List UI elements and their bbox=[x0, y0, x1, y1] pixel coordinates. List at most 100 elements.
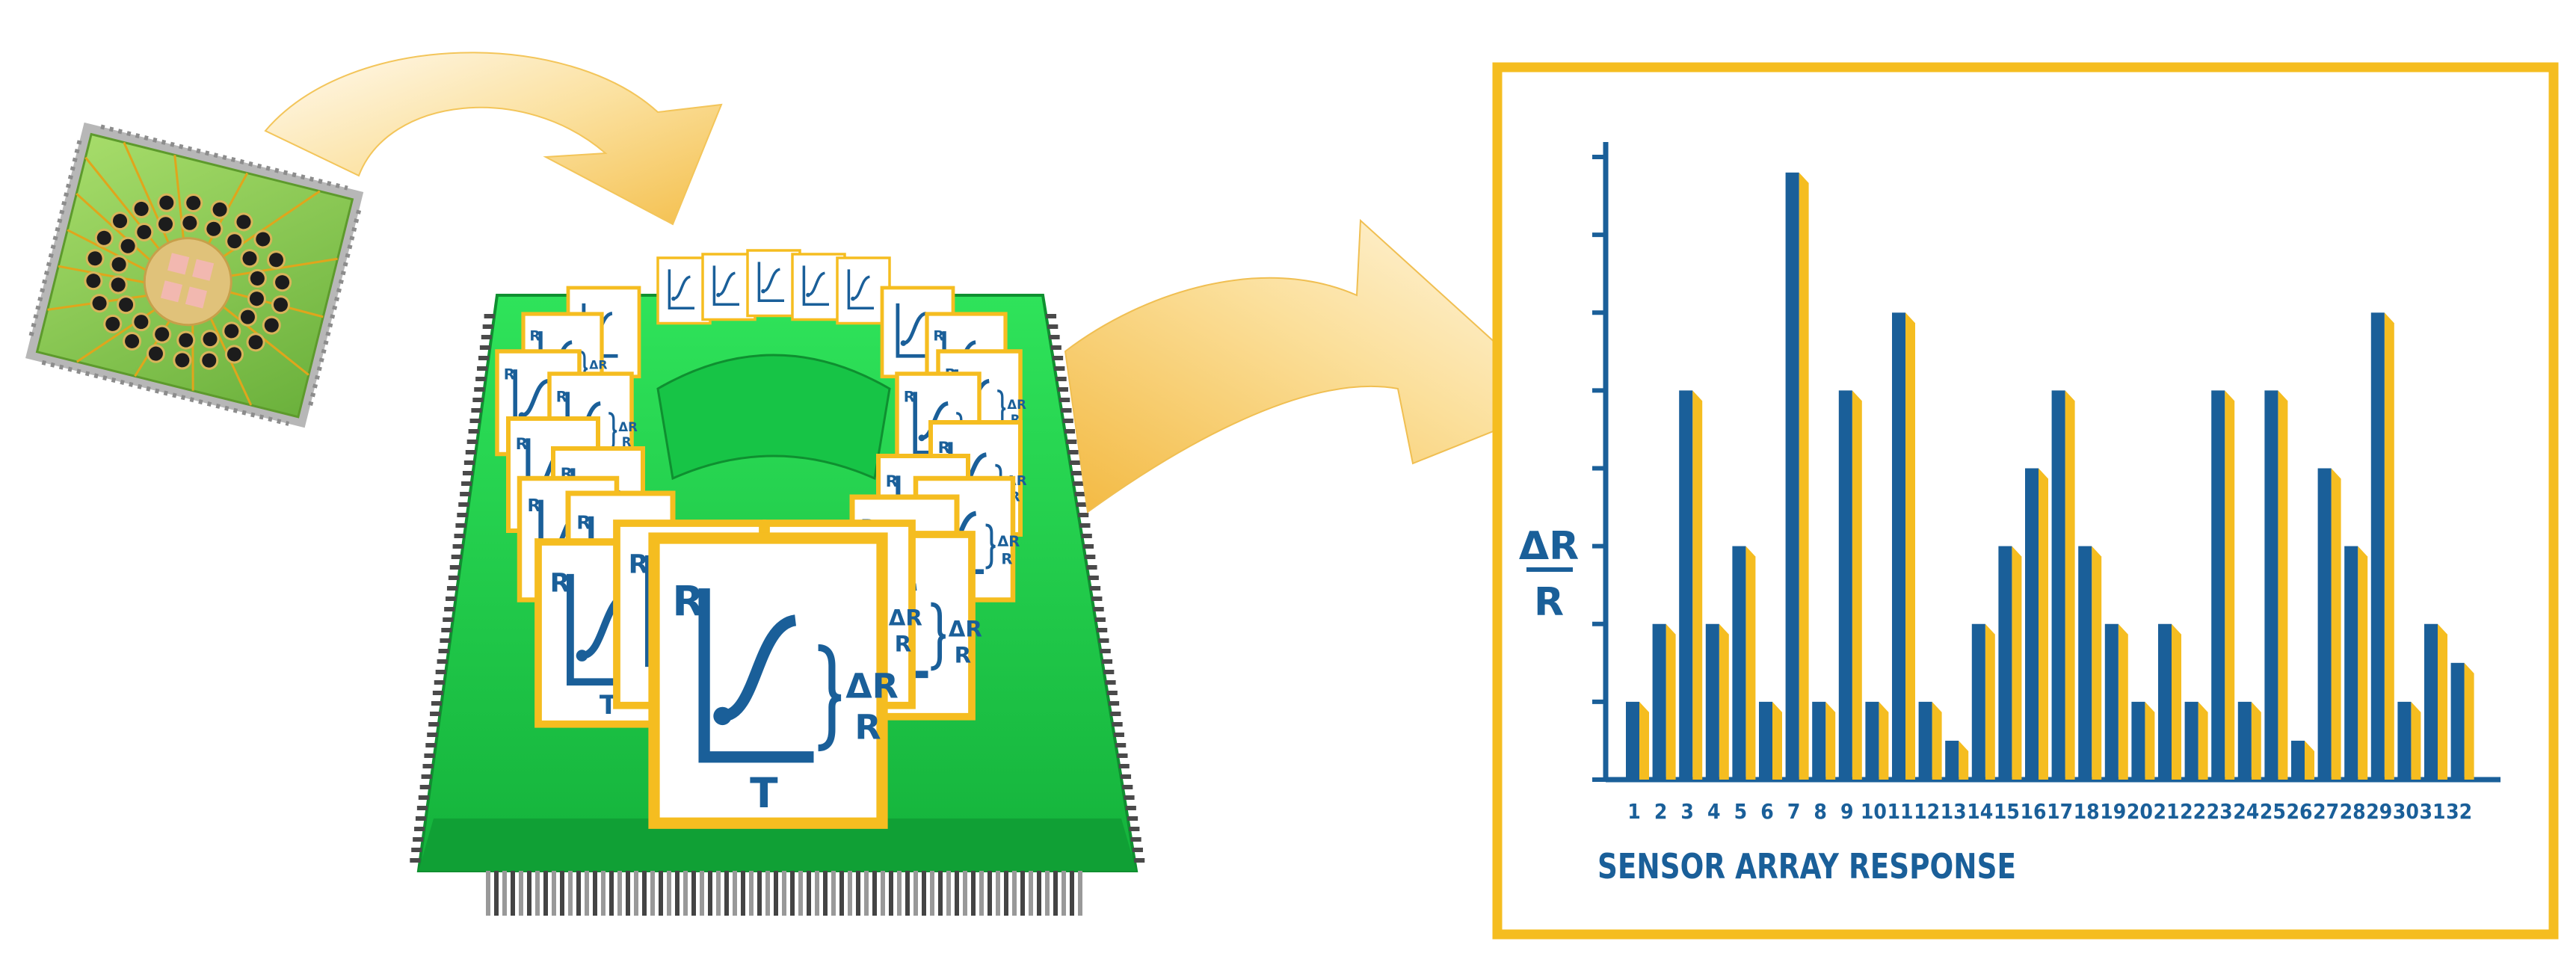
chip-pad bbox=[184, 193, 203, 212]
board-pin bbox=[466, 440, 478, 444]
chip-pad bbox=[200, 330, 220, 349]
x-tick-label: 9 bbox=[1840, 799, 1854, 824]
board-pin bbox=[437, 659, 448, 664]
chip-pad bbox=[132, 312, 151, 332]
board-pin bbox=[897, 871, 902, 916]
board-pin bbox=[683, 871, 688, 916]
bar-shadow bbox=[2198, 701, 2208, 780]
board-pin bbox=[987, 871, 992, 916]
board-pin bbox=[946, 871, 951, 916]
board-pin bbox=[1113, 733, 1124, 737]
board-pin bbox=[757, 871, 762, 916]
board-pin bbox=[749, 871, 754, 916]
board-pin bbox=[486, 871, 490, 916]
board-pin bbox=[831, 871, 836, 916]
board-pin bbox=[1094, 617, 1106, 622]
curved-arrow-icon bbox=[1064, 218, 1564, 514]
chip-pad-ring bbox=[84, 193, 292, 370]
chip-pad bbox=[271, 295, 290, 315]
board-pin bbox=[601, 871, 606, 916]
board-pin bbox=[741, 871, 745, 916]
bar bbox=[2131, 701, 2145, 780]
x-tick-label: 3 bbox=[1680, 799, 1694, 824]
sensor-card-delta-denominator: R bbox=[955, 643, 972, 668]
chip-pad bbox=[176, 330, 196, 350]
board-pin bbox=[1083, 544, 1094, 549]
x-tick-label: 31 bbox=[2419, 799, 2445, 824]
board-pin bbox=[465, 450, 476, 454]
board-pin bbox=[424, 753, 435, 758]
board-pin bbox=[1097, 628, 1108, 632]
bar-shadow bbox=[1852, 390, 1862, 780]
bar-shadow bbox=[1666, 623, 1676, 780]
bar-shadow bbox=[2225, 390, 2235, 780]
board-pin bbox=[1102, 659, 1113, 664]
sensor-card-delta-label: ΔR bbox=[949, 617, 982, 642]
board-pin bbox=[1086, 565, 1097, 570]
chip-pad bbox=[246, 333, 265, 352]
board-pin bbox=[1109, 701, 1120, 706]
chip-pad bbox=[84, 271, 103, 291]
board-pin bbox=[454, 534, 465, 538]
y-axis-label-top: ΔR bbox=[1519, 524, 1579, 569]
board-pin bbox=[1020, 871, 1025, 916]
board-pin bbox=[443, 617, 454, 622]
board-pin bbox=[1053, 871, 1058, 916]
chip-pad bbox=[152, 324, 172, 344]
bar-shadow bbox=[2039, 468, 2048, 780]
chip-pad bbox=[247, 268, 267, 288]
board-pin bbox=[922, 871, 926, 916]
board-pin bbox=[434, 680, 445, 685]
board-pin bbox=[782, 871, 786, 916]
chip-pad bbox=[247, 289, 266, 309]
board-pin bbox=[1064, 429, 1076, 434]
board-pin bbox=[527, 871, 531, 916]
board-pin bbox=[872, 871, 877, 916]
sensor-card-x-label: T bbox=[750, 769, 778, 817]
x-tick-label: 26 bbox=[2286, 799, 2312, 824]
board-pin bbox=[482, 324, 493, 329]
board-pin bbox=[511, 871, 515, 916]
x-tick-label: 15 bbox=[1994, 799, 2020, 824]
chip-pad bbox=[200, 351, 219, 370]
board-pin bbox=[1093, 607, 1104, 611]
board-pin bbox=[979, 871, 984, 916]
bar-shadow bbox=[2012, 546, 2022, 780]
bar-shadow bbox=[2331, 468, 2341, 780]
board-pin bbox=[484, 314, 495, 318]
chip-pad bbox=[238, 307, 257, 327]
bar bbox=[2264, 390, 2278, 780]
bar bbox=[2237, 701, 2252, 780]
board-pin bbox=[1012, 871, 1017, 916]
board-pin bbox=[1091, 596, 1103, 601]
bar bbox=[2078, 546, 2092, 780]
board-pin bbox=[634, 871, 638, 916]
board-pin bbox=[418, 795, 429, 800]
board-pin bbox=[1070, 871, 1074, 916]
board-pin bbox=[414, 827, 425, 831]
x-axis-title: SENSOR ARRAY RESPONSE bbox=[1597, 846, 2016, 887]
x-tick-label: 11 bbox=[1887, 799, 1913, 824]
chip-pad bbox=[146, 344, 165, 363]
sensor-card-grid: RTΔRRRTΔRRRTΔRRRTΔRRRTΔRRRTΔRRRTΔRRRTΔRR… bbox=[495, 249, 1027, 829]
bar bbox=[2317, 468, 2332, 780]
board-pin bbox=[519, 871, 523, 916]
x-tick-label: 25 bbox=[2260, 799, 2286, 824]
bar-shadow bbox=[2172, 623, 2181, 780]
board-pin bbox=[1062, 419, 1073, 423]
board-pin bbox=[856, 871, 860, 916]
bar-shadow bbox=[2438, 623, 2447, 780]
board-pin bbox=[457, 513, 468, 517]
chip-pad bbox=[173, 351, 192, 370]
chip-pad bbox=[240, 249, 259, 268]
sensor-card-y-label: R bbox=[504, 366, 515, 383]
bar bbox=[1865, 701, 1879, 780]
board-pin bbox=[1061, 408, 1072, 413]
board-pin bbox=[1053, 356, 1064, 360]
sensor-card-y-label: R bbox=[629, 549, 649, 579]
board-pin bbox=[1078, 871, 1082, 916]
board-pin bbox=[938, 871, 943, 916]
board-pin bbox=[477, 366, 488, 371]
board-pin bbox=[881, 871, 885, 916]
board-pin bbox=[1073, 481, 1084, 486]
